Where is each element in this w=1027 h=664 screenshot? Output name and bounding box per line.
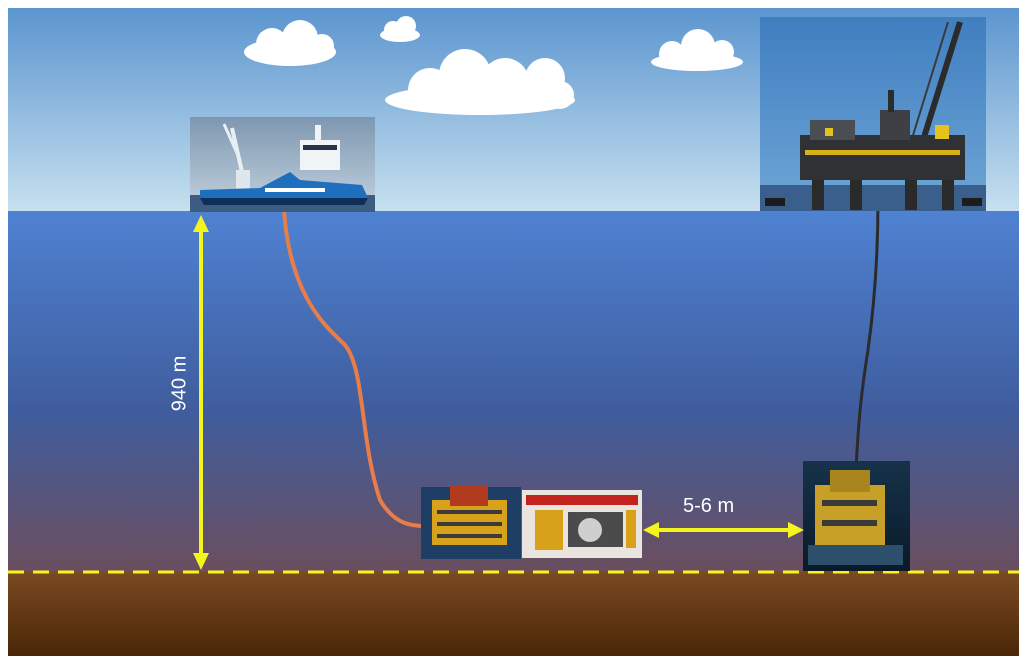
seabed	[8, 572, 1019, 656]
offshore-platform-photo	[760, 17, 986, 211]
subsea-equipment-photo	[803, 461, 910, 571]
cloud-shape	[244, 20, 336, 66]
platform-riser-cable	[854, 199, 880, 471]
support-vessel-photo	[190, 117, 375, 212]
cloud-shape	[385, 49, 575, 115]
cloud-shape	[380, 16, 420, 42]
depth-arrow	[193, 215, 209, 570]
distance-label: 5-6 m	[683, 495, 735, 517]
subsea-tool-photo	[522, 490, 642, 558]
clouds	[244, 16, 743, 115]
vessel-umbilical-cable	[282, 209, 431, 529]
subsea-module-photo	[421, 486, 521, 559]
depth-label: 940 m	[168, 355, 191, 412]
distance-arrow	[643, 522, 804, 538]
cloud-shape	[651, 29, 743, 71]
